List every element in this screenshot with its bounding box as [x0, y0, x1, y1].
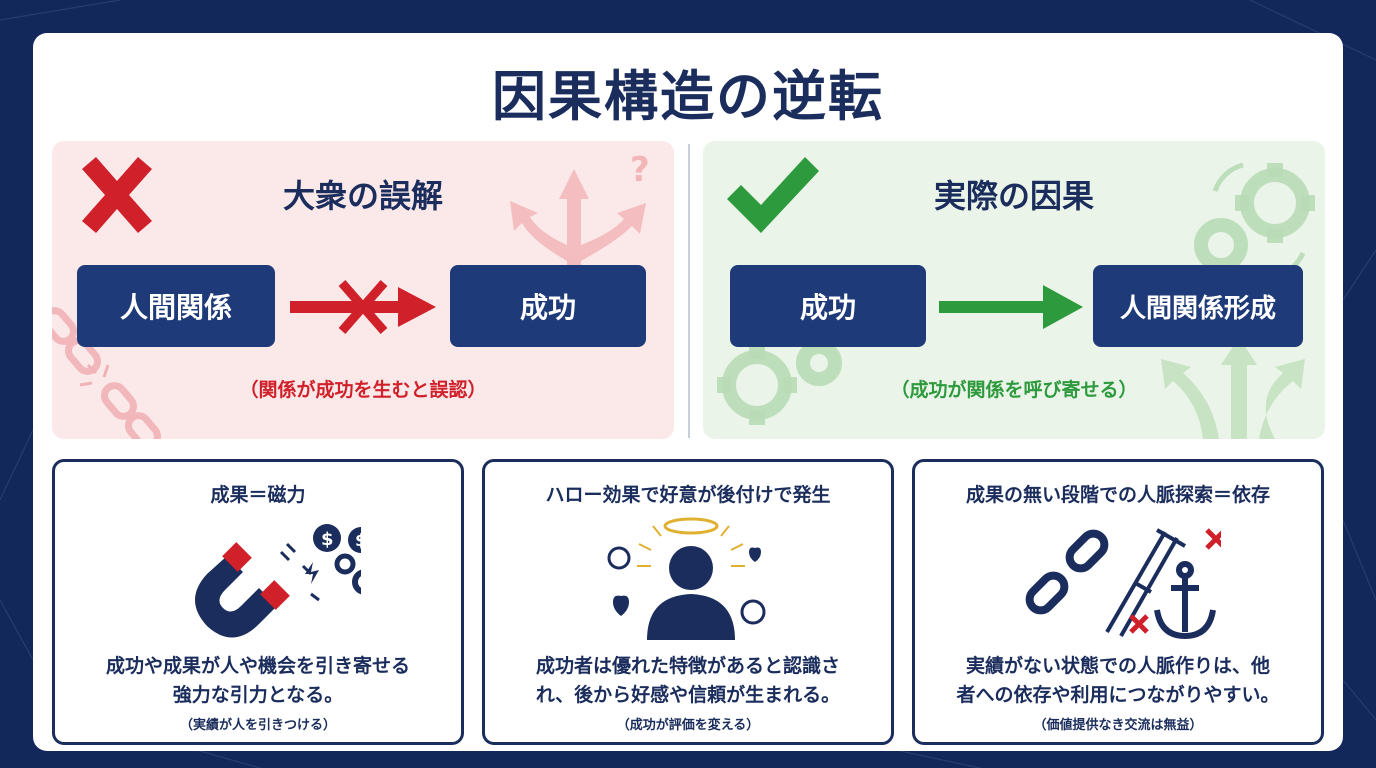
misconception-panel: ? 大衆の誤解 人間関係 成功 （関係が成功を生むと誤認） — [52, 141, 674, 439]
actual-decorations — [717, 162, 1315, 439]
question-mark-icon: ? — [630, 150, 650, 190]
actual-note: （成功が関係を呼び寄せる） — [890, 379, 1138, 401]
cross-mark-icon — [82, 157, 152, 233]
node-success-actual: 成功 — [730, 265, 926, 347]
svg-text:$: $ — [321, 529, 334, 550]
info-box-halo-effect: ハロー効果で好意が後付けで発生 成功者は優れた特徴があると認識さ れ、後から好感… — [482, 459, 894, 745]
converging-arrows-icon — [1161, 337, 1305, 439]
box-title: 成果の無い段階での人脈探索＝依存 — [965, 484, 1270, 506]
info-box-dependence: 成果の無い段階での人脈探索＝依存 実績がない状態での人脈作りは、他 者への依存や… — [912, 459, 1324, 745]
misconception-note: （関係が成功を生むと誤認） — [239, 379, 487, 401]
panel-divider — [688, 144, 690, 438]
box-description: 実績がない状態での人脈作りは、他 者への依存や利用につながりやすい。 — [956, 655, 1280, 706]
actual-heading: 実際の因果 — [933, 177, 1094, 215]
box-subnote: （実績が人を引きつける） — [179, 718, 336, 733]
box-description: 成功者は優れた特徴があると認識さ れ、後から好感や信頼が生まれる。 — [535, 655, 841, 706]
broken-chain-crutch-anchor-icon — [1025, 528, 1221, 640]
svg-text:$: $ — [355, 531, 361, 551]
break-spark-icon — [79, 363, 110, 387]
box-subnote: （価値提供なき交流は無益） — [1033, 718, 1203, 733]
box-description: 成功や成果が人や機会を引き寄せる 強力な引力となる。 — [105, 655, 410, 706]
box-title: ハロー効果で好意が後付けで発生 — [545, 484, 831, 506]
box-subnote: （成功が評価を変える） — [616, 718, 760, 733]
node-success: 成功 — [450, 265, 646, 347]
blocked-arrow-icon — [290, 280, 436, 334]
misconception-heading: 大衆の誤解 — [282, 177, 443, 215]
actual-panel: 実際の因果 成功 人間関係形成 （成功が関係を呼び寄せる） — [703, 141, 1325, 439]
info-box-magnetism: 成果＝磁力 $ $ 成功や成果が人や機会を引き寄せる 強力な引力となる。 （実績… — [52, 459, 464, 745]
halo-person-icon — [607, 517, 766, 640]
causal-arrow-icon — [939, 285, 1083, 329]
box-title: 成果＝磁力 — [210, 484, 306, 506]
magnet-icon: $ $ — [195, 524, 361, 638]
check-mark-icon — [727, 157, 819, 233]
node-relationships: 人間関係 — [77, 265, 275, 347]
page-title: 因果構造の逆転 — [492, 65, 884, 128]
node-relationship-forming: 人間関係形成 — [1093, 265, 1303, 347]
